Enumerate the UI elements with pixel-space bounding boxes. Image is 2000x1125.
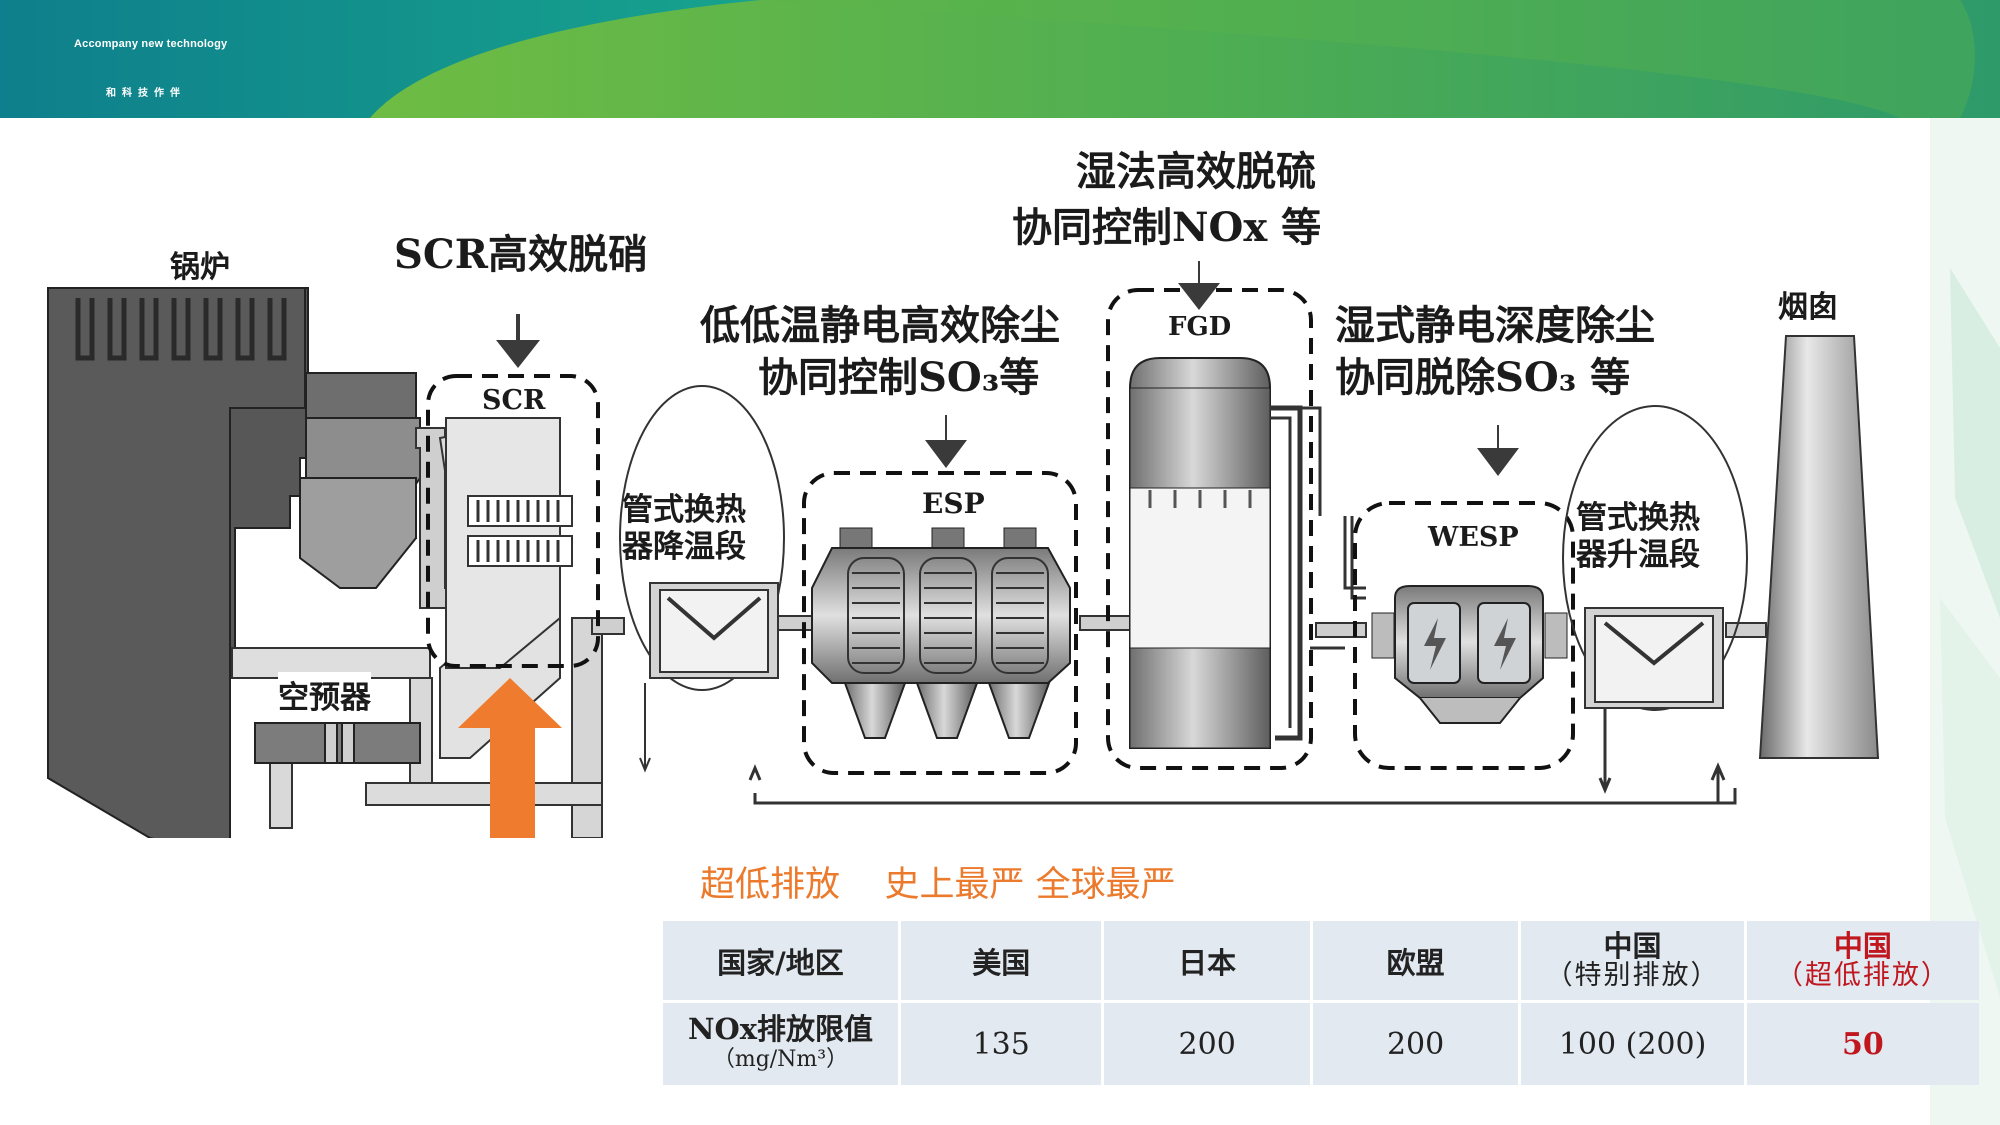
gas-pipelines	[748, 406, 1737, 805]
label-hx-heating-line1: 管式换热	[1576, 500, 1700, 536]
value-japan: 200	[1104, 1003, 1310, 1085]
label-scr: SCR	[482, 385, 546, 416]
row-label-nox-main: NOx排放限值	[687, 1011, 873, 1046]
header-eu: 欧盟	[1312, 921, 1519, 1000]
brand-chinese: 和科技作伴	[106, 88, 186, 99]
table-row: NOx排放限值 （mg/Nm³） 135 200 200 100 (200) 5…	[663, 1003, 1979, 1085]
hx-heating-section	[1562, 405, 1748, 711]
brand-english: Accompany new technology	[74, 38, 228, 50]
header-china-ultra-label: 中国	[1833, 928, 1892, 963]
ultra-low-emission-headline: 超低排放 史上最严 全球最严	[700, 865, 1176, 905]
label-esp-title-line1: 低低温静电高效除尘	[700, 302, 1060, 349]
label-hx-heating-line2: 器升温段	[1576, 537, 1700, 573]
header-china-special-sub: （特别排放）	[1545, 959, 1720, 991]
wesp	[1353, 425, 1575, 770]
header-usa-label: 美国	[972, 945, 1031, 980]
value-china-special: 100 (200)	[1521, 1003, 1744, 1085]
banner-graphic	[0, 0, 2000, 118]
boiler	[47, 287, 421, 838]
label-hx-cooling-line1: 管式换热	[622, 492, 746, 528]
process-diagram	[47, 261, 1880, 838]
label-fgd: FGD	[1168, 312, 1232, 342]
label-hx-heating: 管式换热 器升温段	[1576, 500, 1700, 574]
scr-reactor	[426, 374, 600, 669]
header-china-special: 中国 （特别排放）	[1521, 921, 1744, 1000]
row-label-nox: NOx排放限值 （mg/Nm³）	[663, 1003, 898, 1085]
label-wesp-title-line1: 湿式静电深度除尘	[1335, 302, 1655, 349]
header-region: 国家/地区	[663, 921, 898, 1000]
hx-cooling-section	[619, 385, 785, 773]
label-esp-title-line2: 协同控制SO₃等	[758, 354, 1040, 401]
value-china-ultra: 50	[1746, 1003, 1979, 1085]
label-esp-title: 低低温静电高效除尘 协同控制SO₃等	[700, 300, 1060, 404]
header-china-special-label: 中国	[1603, 928, 1662, 963]
header-china-ultra-sub: （超低排放）	[1775, 959, 1950, 991]
label-wesp-title: 湿式静电深度除尘 协同脱除SO₃ 等	[1335, 300, 1655, 404]
label-air-preheater: 空预器	[278, 672, 371, 717]
label-wesp: WESP	[1428, 522, 1519, 553]
orange-flow-arrow	[458, 678, 562, 838]
label-hx-cooling-line2: 器降温段	[622, 529, 746, 565]
label-chimney: 烟囱	[1778, 290, 1838, 325]
label-hx-cooling: 管式换热 器降温段	[622, 492, 746, 566]
header-banner: Accompany new technology 和科技作伴	[0, 0, 2000, 118]
scr-input-arrow	[496, 314, 540, 368]
header-china-ultra: 中国 （超低排放）	[1746, 921, 1979, 1000]
header-eu-label: 欧盟	[1386, 945, 1445, 980]
label-scr-title: SCR高效脱硝	[394, 231, 648, 278]
label-fgd-title-line2: 协同控制NOx 等	[1012, 204, 1322, 251]
header-region-label: 国家/地区	[717, 945, 844, 980]
label-esp: ESP	[922, 487, 985, 520]
label-boiler: 锅炉	[170, 250, 230, 285]
label-wesp-title-line2: 协同脱除SO₃ 等	[1335, 354, 1631, 401]
esp	[802, 415, 1078, 775]
table-header-row: 国家/地区 美国 日本 欧盟 中国 （特别排放） 中国 （超低排放）	[663, 921, 1979, 1000]
chimney	[1758, 335, 1880, 759]
header-japan: 日本	[1104, 921, 1310, 1000]
header-japan-label: 日本	[1178, 945, 1237, 980]
label-fgd-title-line1: 湿法高效脱硫	[1076, 148, 1316, 195]
row-label-nox-unit: （mg/Nm³）	[712, 1046, 849, 1072]
header-usa: 美国	[900, 921, 1102, 1000]
value-usa: 135	[900, 1003, 1102, 1085]
label-fgd-title: 湿法高效脱硫 协同控制NOx 等	[1012, 144, 1321, 256]
fgd-tower	[1106, 261, 1313, 770]
air-preheater	[254, 722, 421, 764]
nox-limit-table: 国家/地区 美国 日本 欧盟 中国 （特别排放） 中国 （超低排放） NOx排放…	[660, 918, 1982, 1088]
value-eu: 200	[1312, 1003, 1519, 1085]
